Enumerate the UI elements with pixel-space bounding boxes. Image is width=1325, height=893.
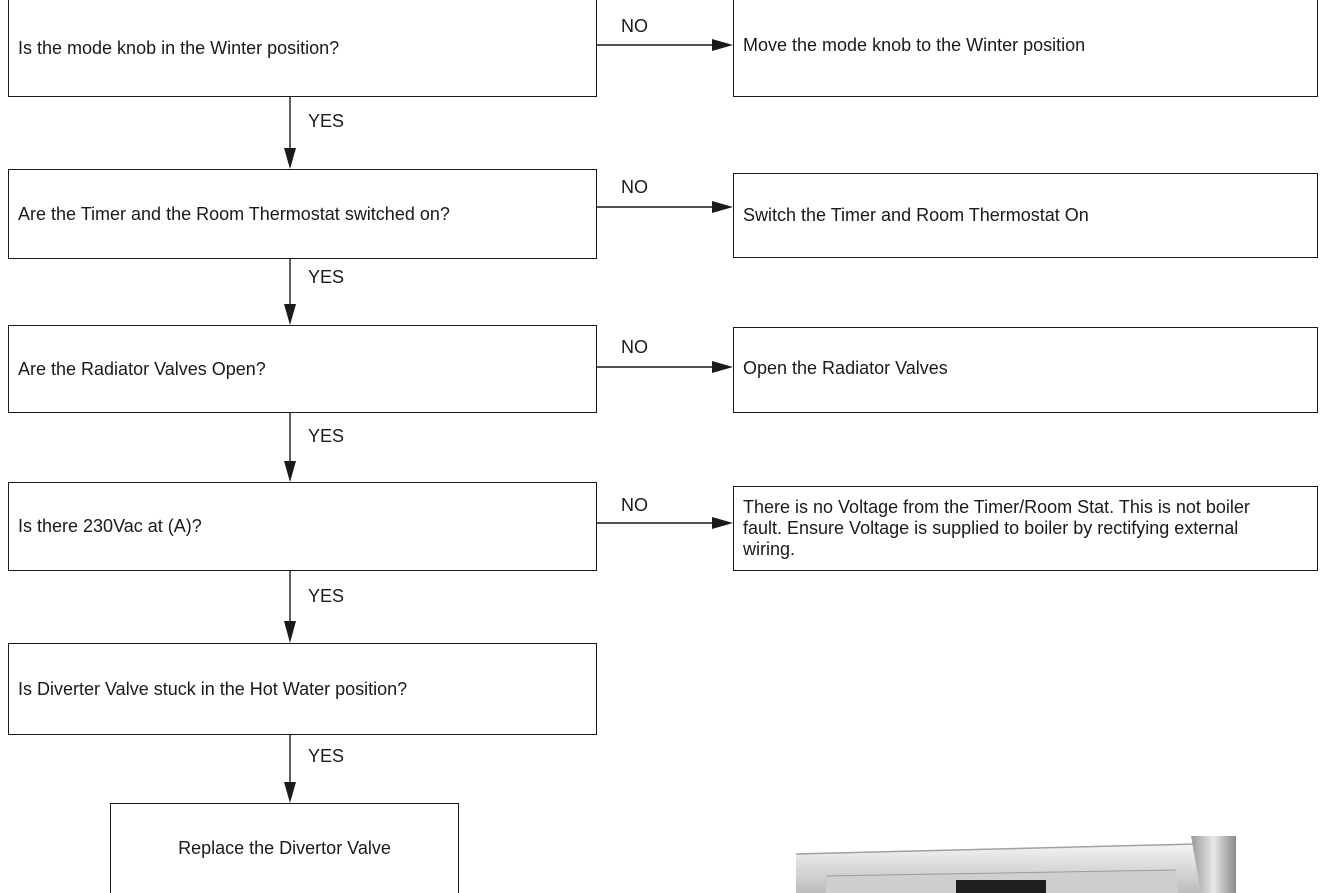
arrowhead-no-1 <box>712 39 733 51</box>
label-yes-4: YES <box>308 586 345 606</box>
label-no-3: NO <box>621 337 648 357</box>
action-no-voltage: There is no Voltage from the Timer/Room … <box>733 486 1318 571</box>
arrowhead-yes-2 <box>284 304 296 325</box>
arrowhead-yes-5 <box>284 782 296 803</box>
decision-timer-thermostat: Are the Timer and the Room Thermostat sw… <box>8 169 597 259</box>
arrowhead-yes-3 <box>284 461 296 482</box>
action-open-radiator-valves: Open the Radiator Valves <box>733 327 1318 413</box>
decision-radiator-valves: Are the Radiator Valves Open? <box>8 325 597 413</box>
action-switch-timer-thermostat: Switch the Timer and Room Thermostat On <box>733 173 1318 258</box>
action-move-mode-knob: Move the mode knob to the Winter positio… <box>733 0 1318 97</box>
label-yes-5: YES <box>308 746 345 766</box>
arrowhead-no-4 <box>712 517 733 529</box>
label-yes-2: YES <box>308 267 345 287</box>
label-yes-1: YES <box>308 111 345 131</box>
decision-voltage: Is there 230Vac at (A)? <box>8 482 597 571</box>
action-replace-divertor-valve: Replace the Divertor Valve <box>110 803 459 893</box>
label-no-4: NO <box>621 495 648 515</box>
arrowhead-no-2 <box>712 201 733 213</box>
arrowhead-yes-1 <box>284 148 296 169</box>
label-yes-3: YES <box>308 426 345 446</box>
decision-mode-knob: Is the mode knob in the Winter position? <box>8 0 597 97</box>
arrowhead-yes-4 <box>284 621 296 643</box>
boiler-component-photo <box>796 836 1236 893</box>
decision-diverter-valve: Is Diverter Valve stuck in the Hot Water… <box>8 643 597 735</box>
label-no-1: NO <box>621 16 648 36</box>
label-no-2: NO <box>621 177 648 197</box>
arrowhead-no-3 <box>712 361 733 373</box>
